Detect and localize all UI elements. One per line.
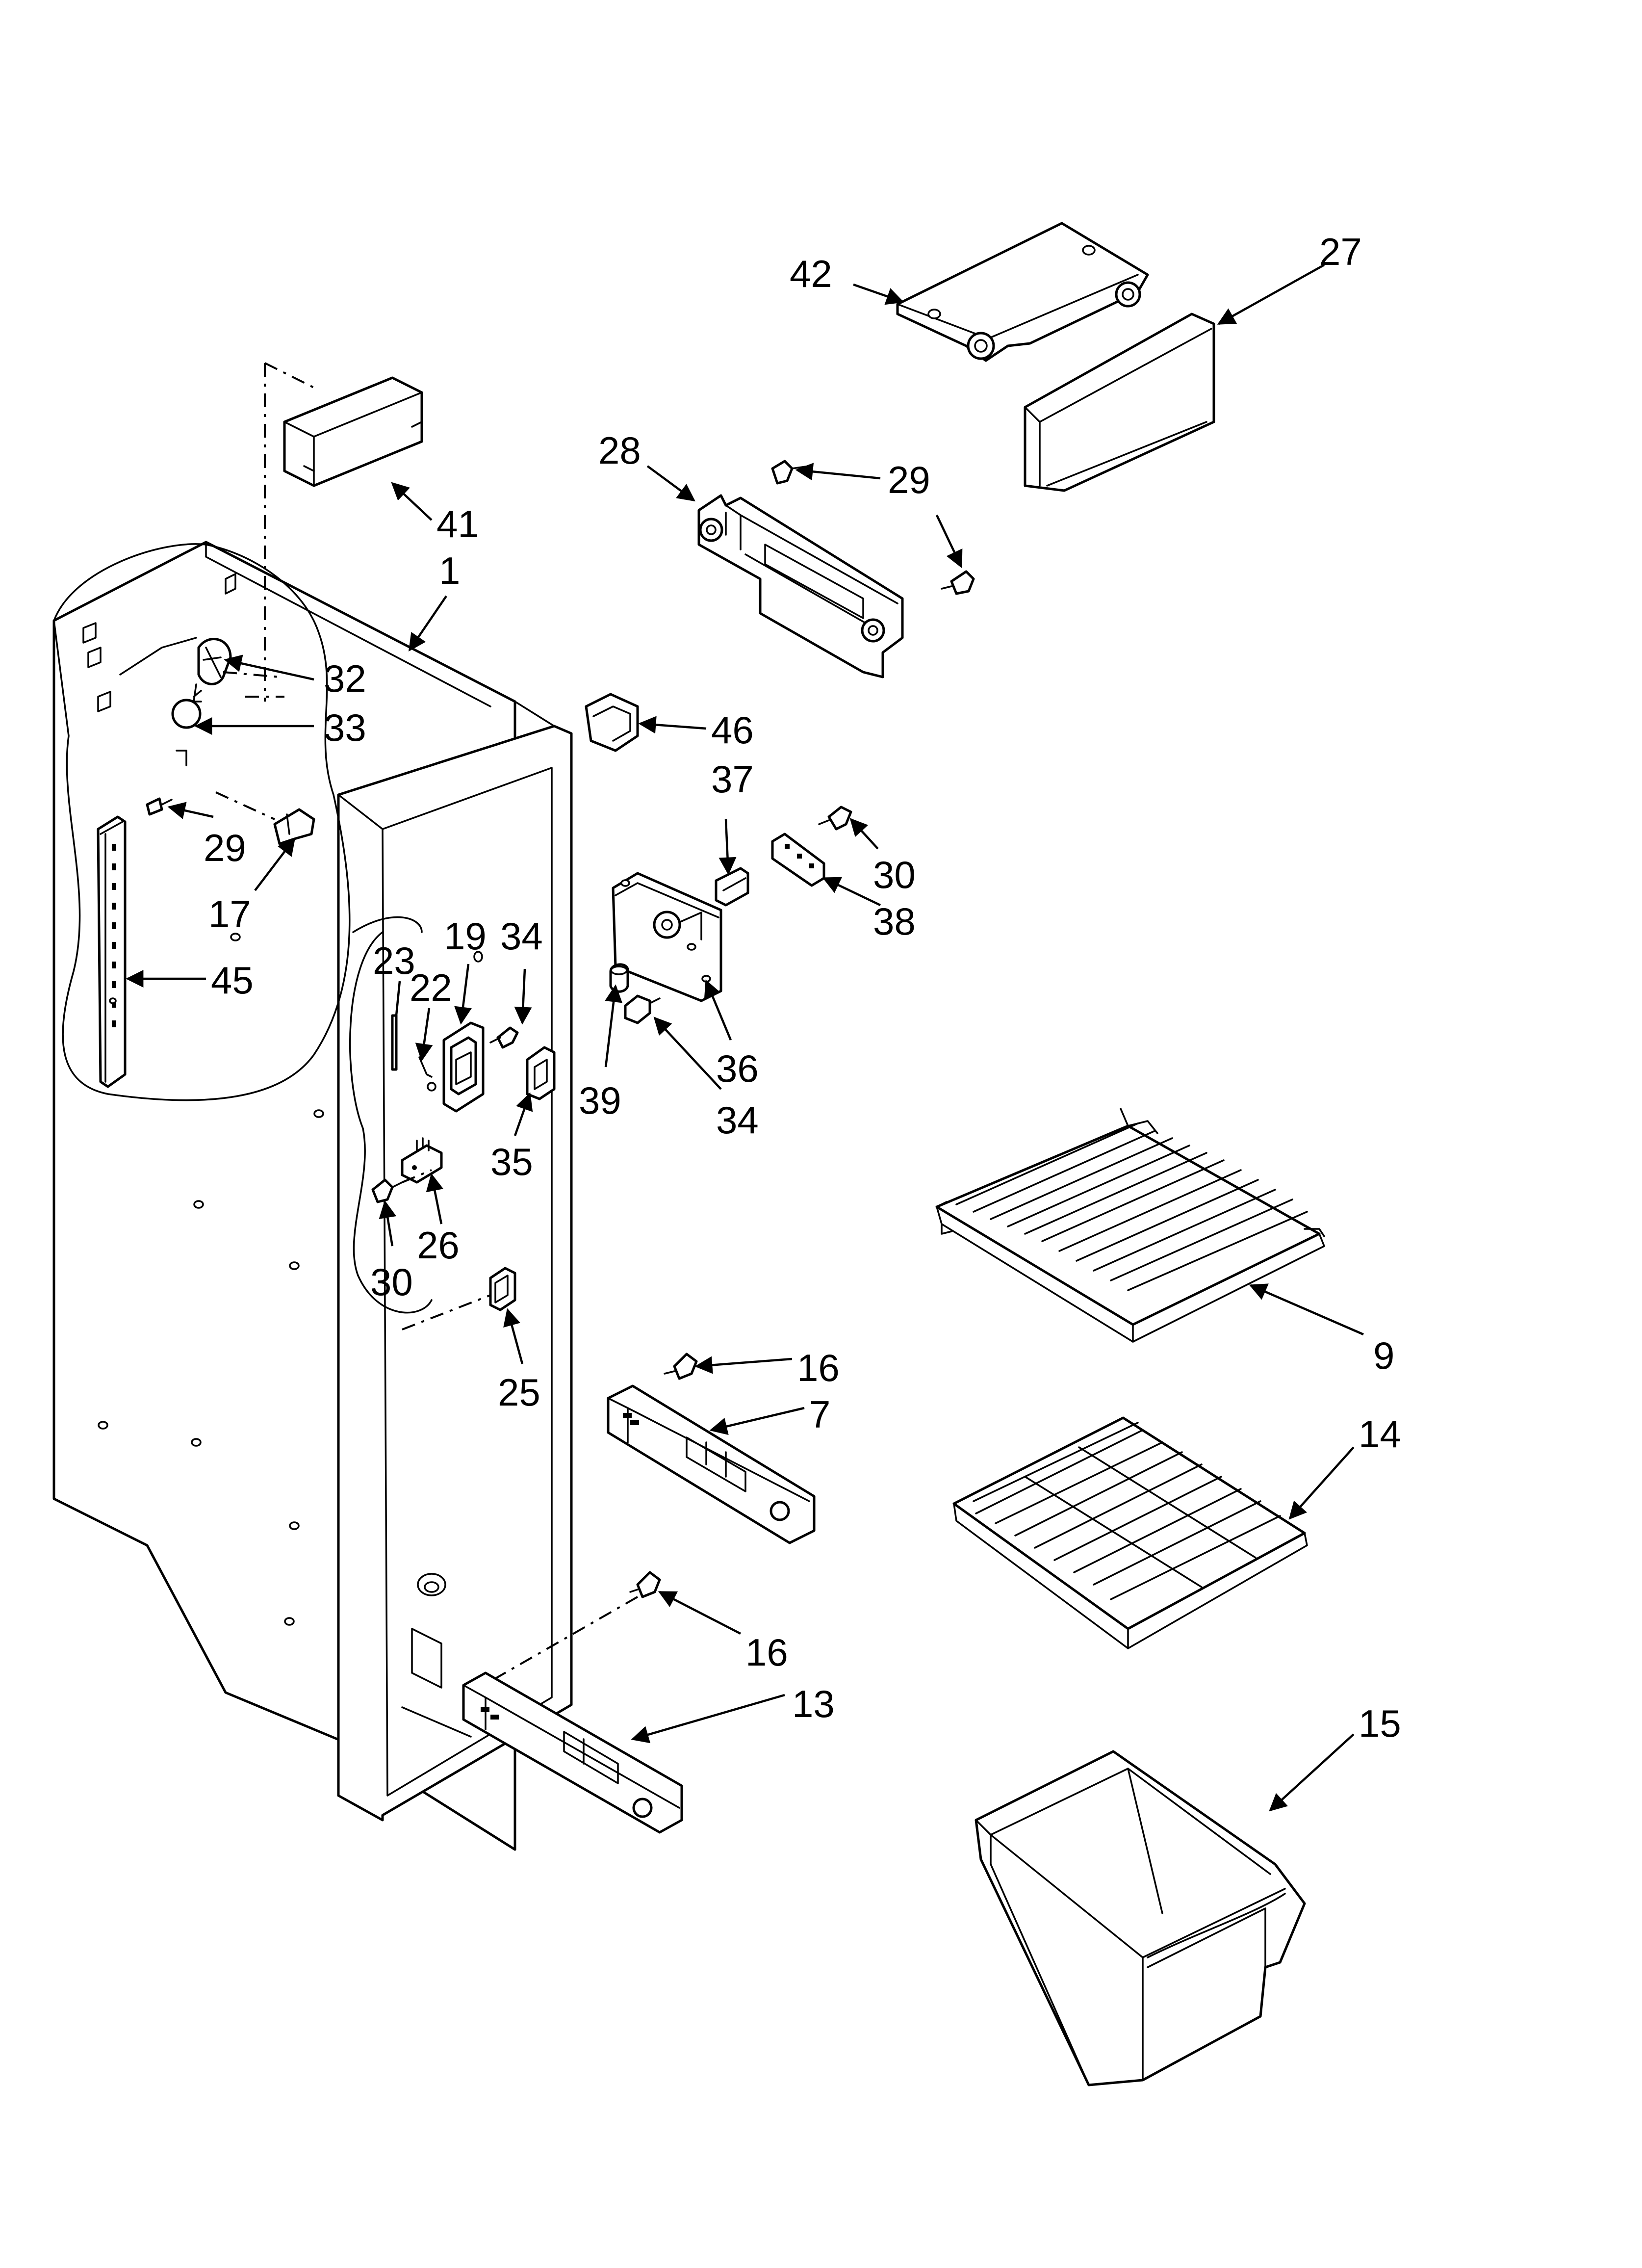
part-9-glass-shelf — [935, 1108, 1325, 1343]
cutaway-view — [53, 543, 433, 1314]
callout-33: 33 — [324, 706, 366, 749]
part-29-screw-left — [146, 797, 173, 816]
callout-29-left: 29 — [204, 826, 246, 869]
callout-37: 37 — [711, 757, 754, 801]
part-23-pin — [391, 1014, 398, 1071]
part-34-screw-lower — [624, 994, 661, 1024]
part-27-cover — [1024, 313, 1215, 492]
part-30-screw-left — [371, 1178, 403, 1203]
part-13-trim — [462, 1671, 683, 1834]
callout-45: 45 — [211, 959, 254, 1002]
callout-36: 36 — [716, 1047, 759, 1090]
callout-35: 35 — [490, 1140, 533, 1183]
part-45-light-strip — [97, 815, 127, 1088]
callout-41: 41 — [436, 502, 479, 546]
callout-labels: 42 27 28 29 29 41 1 32 33 46 37 29 30 38… — [204, 230, 1401, 1745]
part-36-control-housing — [612, 872, 722, 1002]
callout-16-lower: 16 — [745, 1631, 788, 1674]
part-14-wire-shelf — [952, 1416, 1308, 1649]
part-37-clip — [715, 867, 749, 907]
callout-16-upper: 16 — [797, 1346, 840, 1389]
callout-32: 32 — [324, 657, 366, 700]
callout-22: 22 — [410, 966, 452, 1009]
part-34-screw-upper — [489, 1026, 519, 1049]
callout-15: 15 — [1359, 1702, 1401, 1745]
callout-46: 46 — [711, 708, 754, 752]
part-7-trim — [607, 1384, 816, 1544]
callout-1: 1 — [439, 549, 460, 592]
callout-7: 7 — [809, 1393, 830, 1436]
callout-25: 25 — [498, 1371, 540, 1414]
callout-17: 17 — [208, 892, 251, 936]
part-22-spring — [418, 1056, 436, 1092]
callout-34-lower: 34 — [716, 1098, 759, 1142]
callout-9: 9 — [1373, 1334, 1394, 1377]
part-16-screw-lower — [629, 1571, 661, 1598]
callout-23: 23 — [373, 939, 415, 982]
callout-27: 27 — [1319, 230, 1362, 273]
part-26-board — [401, 1137, 443, 1184]
part-38-board — [771, 833, 825, 887]
callout-13: 13 — [792, 1682, 835, 1725]
callout-38: 38 — [873, 900, 916, 943]
part-39-knob — [609, 963, 629, 993]
callout-19: 19 — [444, 914, 487, 958]
leader-lines — [126, 264, 1364, 1812]
part-28-bracket — [697, 494, 904, 678]
callout-14: 14 — [1359, 1412, 1401, 1456]
callout-28: 28 — [598, 429, 641, 472]
part-46-bracket — [585, 693, 639, 752]
part-15-crisper-bin — [975, 1750, 1306, 2086]
part-16-screw-upper — [664, 1353, 698, 1380]
callout-26: 26 — [417, 1224, 460, 1267]
callout-39: 39 — [579, 1079, 621, 1122]
callout-34-upper: 34 — [500, 914, 543, 958]
callout-29-top: 29 — [888, 458, 930, 501]
part-41-cover — [283, 376, 423, 487]
part-25-switch — [489, 1267, 516, 1311]
callout-30-left: 30 — [370, 1260, 413, 1303]
part-29-screw-right — [941, 570, 975, 595]
cabinet-liner — [52, 541, 573, 1851]
part-29-screw-top — [771, 460, 810, 485]
part-42-hinge — [896, 222, 1149, 362]
part-30-screw-right — [818, 806, 852, 831]
callout-42: 42 — [790, 252, 832, 295]
callout-30-right: 30 — [873, 853, 916, 896]
part-33-light-bulb — [171, 683, 202, 729]
